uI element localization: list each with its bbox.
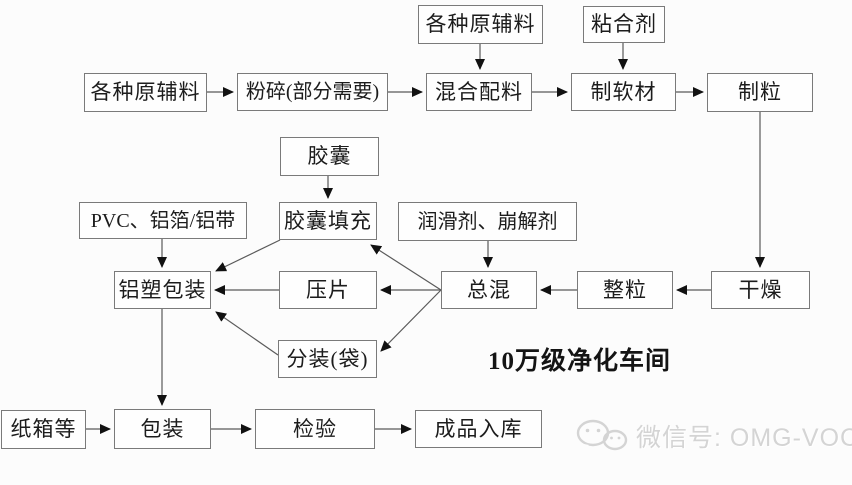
- cleanroom-annotation: 10万级净化车间: [488, 348, 672, 375]
- node-total-mixing: 总混: [441, 271, 537, 309]
- node-packing: 包装: [114, 409, 211, 449]
- node-tablet-pressing: 压片: [279, 271, 377, 309]
- node-blister-packing: 铝塑包装: [114, 271, 211, 309]
- watermark: 微信号: OMG-VOCs: [574, 416, 852, 456]
- node-granule-sizing: 整粒: [577, 271, 673, 309]
- wechat-icon: [576, 419, 628, 451]
- node-inspection: 检验: [255, 409, 375, 449]
- node-binder: 粘合剂: [583, 6, 665, 43]
- node-crushing: 粉碎(部分需要): [237, 73, 388, 111]
- node-drying: 干燥: [711, 271, 810, 309]
- node-raw-materials-top: 各种原辅料: [418, 5, 543, 44]
- node-soft-material: 制软材: [571, 73, 676, 111]
- node-carton: 纸箱等: [1, 410, 86, 449]
- node-bag-filling: 分装(袋): [278, 340, 377, 378]
- node-pvc-foil: PVC、铝箔/铝带: [79, 202, 247, 239]
- node-granulation: 制粒: [707, 73, 813, 112]
- node-capsule-filling: 胶囊填充: [279, 202, 377, 240]
- node-raw-materials-left: 各种原辅料: [84, 73, 207, 112]
- watermark-text: 微信号: OMG-VOCs: [636, 424, 852, 452]
- node-mixing-ingredients: 混合配料: [426, 73, 532, 111]
- node-warehouse: 成品入库: [415, 410, 542, 448]
- node-capsule: 胶囊: [280, 137, 379, 176]
- node-lubricant-disintegrant: 润滑剂、崩解剂: [398, 202, 577, 241]
